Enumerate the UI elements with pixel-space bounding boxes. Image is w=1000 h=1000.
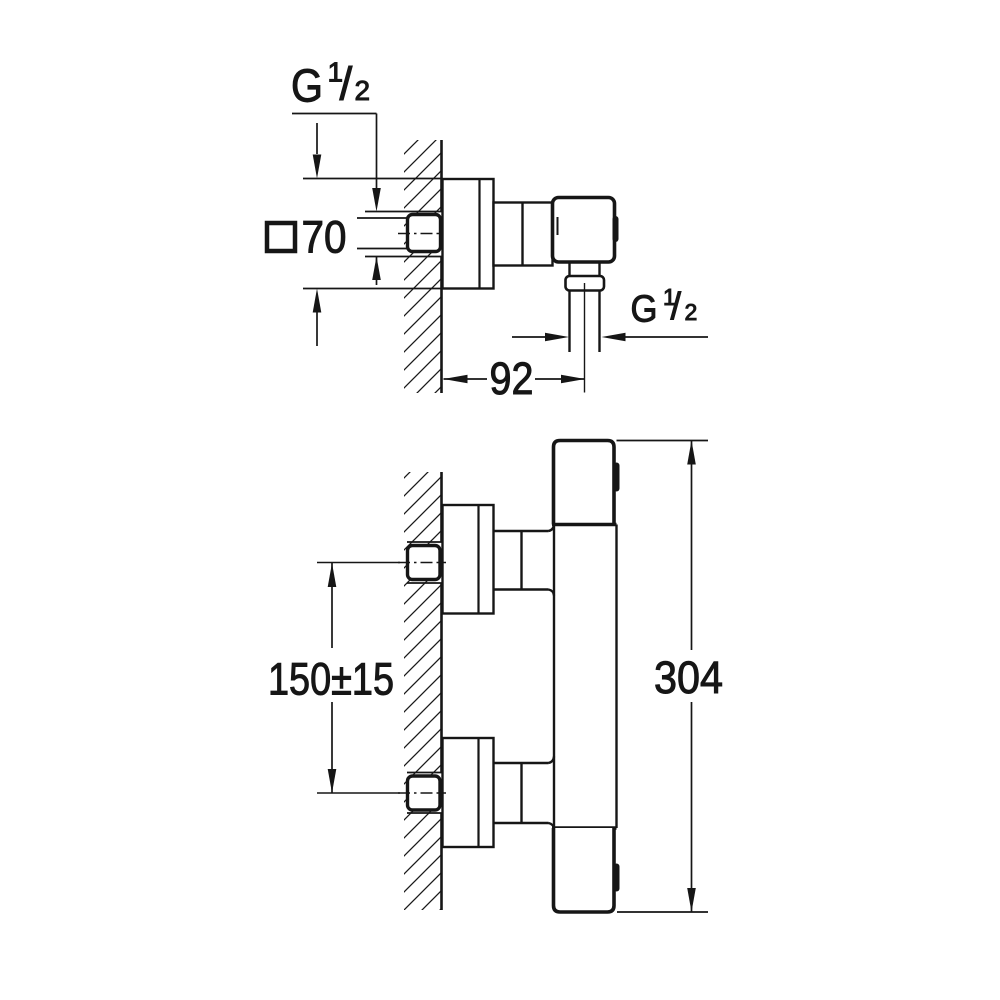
body-sides: [552, 524, 618, 828]
arrow-up-icon: [687, 440, 696, 465]
thread-stub: [357, 217, 407, 250]
thread-label-denominator: 2: [685, 299, 698, 325]
upper-connection: [317, 503, 556, 615]
dim-150: 150±15: [268, 563, 395, 793]
escutcheon-top: [441, 177, 495, 290]
dim-92-value: 92: [490, 353, 534, 404]
thread-label-g: G: [291, 60, 323, 112]
thread-label-slash: /: [671, 286, 682, 328]
arrow-up-icon: [312, 288, 322, 313]
wall-hatch: [404, 140, 441, 393]
arrow-left-icon: [601, 332, 626, 342]
lower-connection: [317, 736, 556, 849]
top-view: G 1 / 2 70 92: [264, 56, 708, 405]
nut-silhouette-lines: [407, 541, 444, 584]
knob-grip: [612, 216, 619, 242]
outlet-pipe: [568, 290, 601, 352]
nut-silhouette-lines: [365, 210, 443, 258]
knob-outline: [550, 195, 617, 264]
arrow-right-icon: [561, 374, 585, 384]
handle-grip-top: [613, 462, 620, 492]
arrow-left-icon: [443, 374, 468, 384]
arrow-down-icon: [687, 888, 696, 912]
volume-handle: [551, 828, 616, 914]
temperature-handle: [551, 438, 616, 525]
wall-hatch: [404, 472, 441, 910]
dim-escutcheon-70: 70: [264, 123, 441, 346]
escutcheon-plate: [441, 503, 495, 615]
thread-label-slash: /: [340, 58, 353, 110]
thread-label-numerator: 1: [663, 284, 676, 310]
dim-inlet-thread: G 1 / 2: [291, 56, 381, 285]
handle-knob-top: [550, 195, 619, 264]
dim-92: 92: [443, 353, 585, 405]
thread-label-g: G: [631, 289, 658, 331]
outlet-neck: [568, 261, 601, 276]
thread-label-numerator: 1: [328, 57, 344, 88]
arrow-down-icon: [327, 769, 337, 793]
arrow-down-icon: [372, 188, 381, 212]
dim-outlet-thread: G 1 / 2: [512, 284, 708, 342]
arrow-down-icon: [312, 154, 322, 179]
dim-150-value: 150±15: [268, 654, 394, 705]
escutcheon-dim-value: 70: [302, 212, 347, 263]
arrow-up-icon: [372, 256, 381, 280]
thread-label-denominator: 2: [355, 75, 371, 106]
wall-section-top: [404, 140, 443, 393]
square-symbol: [264, 220, 298, 254]
handle-grip-bottom: [613, 863, 620, 892]
dim-304-value: 304: [654, 652, 723, 703]
escutcheon-plate: [441, 736, 495, 849]
thermostat-body: [551, 438, 620, 914]
nut-silhouette-lines: [407, 771, 444, 814]
dim-304: 304: [616, 439, 724, 913]
arrow-up-icon: [327, 563, 337, 587]
arrow-right-icon: [545, 332, 569, 342]
shower-outlet: [564, 261, 606, 393]
wall-section-side: [404, 472, 443, 910]
escutcheon-plate: [441, 177, 495, 290]
side-view: 150±15 304: [268, 438, 724, 914]
inlet-union-nut: [357, 210, 446, 258]
valve-body-top: [492, 201, 554, 267]
